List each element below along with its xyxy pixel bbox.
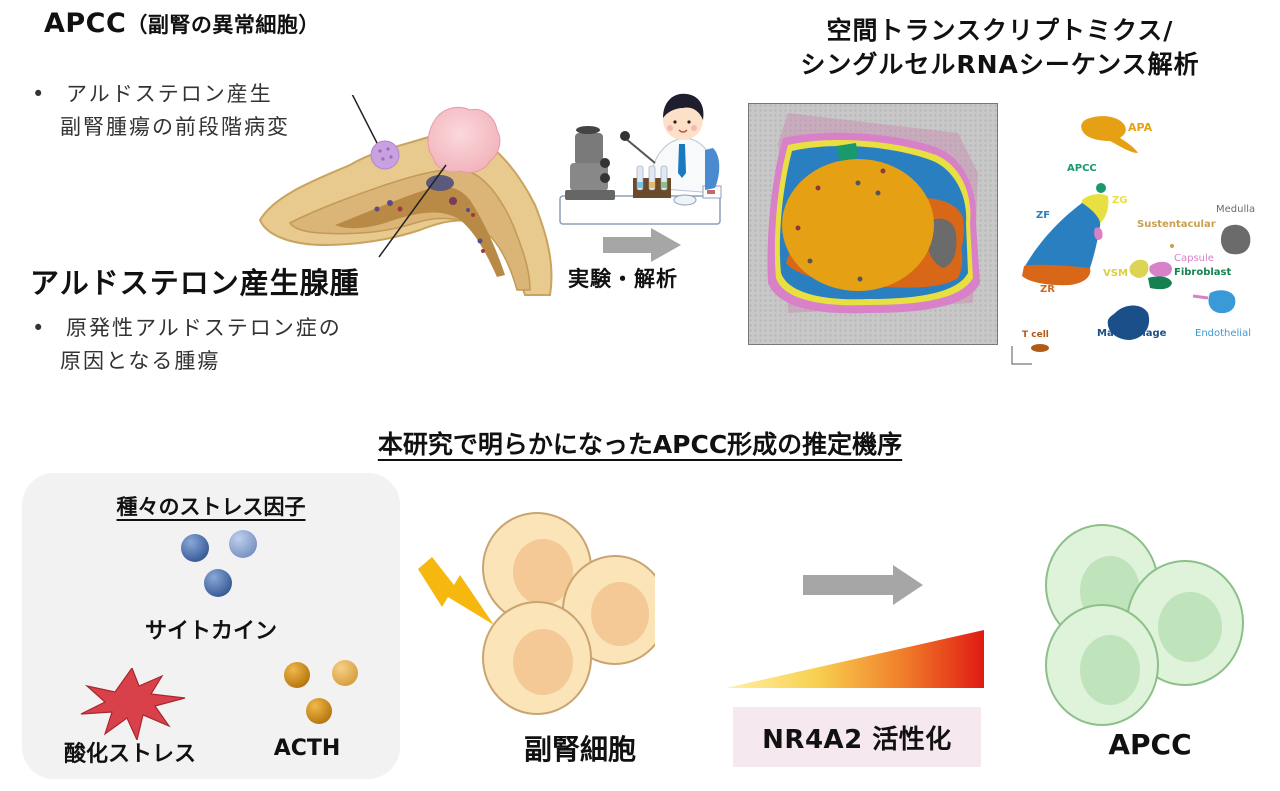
oxidative-stress-burst-icon (80, 668, 186, 740)
adrenal-inner-cortex (288, 168, 531, 291)
apcc-desc-line1: アルドステロン産生 (66, 82, 273, 106)
adrenal-cell (482, 601, 592, 715)
acth-molecules-icon (284, 660, 358, 724)
cytokine-label: サイトカイン (144, 619, 277, 644)
umap-cluster-fibroblast (1148, 276, 1172, 290)
adrenal-cells-label: 副腎細胞 (523, 733, 636, 766)
umap-cluster-zf (1023, 203, 1101, 279)
chair (705, 148, 720, 190)
analysis-title-line2: シングルセルRNAシーケンス解析 (800, 50, 1200, 79)
scientist-illustration (559, 93, 722, 225)
scientist-hair (663, 93, 704, 120)
bullet: • (32, 316, 47, 340)
umap-label-tcell: T cell (1022, 330, 1049, 340)
apa-description: • 原発性アルドステロン症の 原因となる腫瘍 (0, 312, 342, 378)
acth-label: ACTH (273, 736, 341, 761)
spatial-transcriptomics-image (748, 103, 998, 345)
umap-cluster-medulla (1220, 224, 1251, 255)
medulla-vessel (426, 175, 454, 191)
cytokine-molecules-icon (181, 530, 257, 597)
apcc-pointer-line (351, 95, 378, 144)
apcc-cells-illustration (1045, 524, 1244, 726)
apa-pointer-line (378, 164, 447, 258)
umap-label-zg: ZG (1112, 195, 1128, 206)
umap-cluster-macrophage (1107, 305, 1150, 340)
microscope-icon (575, 133, 603, 165)
umap-label-apcc: APCC (1067, 163, 1097, 174)
mechanism-section-title-text: 本研究で明らかになったAPCC形成の推定機序 (377, 430, 903, 459)
cluster-apa (782, 159, 934, 291)
apa-desc-line1: 原発性アルドステロン症の (66, 316, 342, 340)
adrenal-cells-illustration (482, 512, 655, 715)
apa-desc-line2: 原因となる腫瘍 (60, 349, 221, 373)
apcc-description: • アルドステロン産生 副腎腫瘍の前段階病変 (0, 78, 290, 144)
stress-factors-panel: 種々のストレス因子 サイトカイン 酸化ストレス ACTH (22, 473, 400, 779)
cluster-apcc (836, 143, 858, 161)
apa-heading: アルドステロン産生腺腫 (30, 266, 360, 300)
oxidative-stress-label: 酸化ストレス (63, 742, 196, 767)
umap-label-medulla: Medulla (1216, 204, 1256, 215)
umap-axes (1011, 346, 1032, 365)
mechanism-section-title: 本研究で明らかになったAPCC形成の推定機序 (0, 425, 1280, 461)
experiment-analysis-caption: 実験・解析 (568, 267, 678, 291)
umap-label-zr: ZR (1040, 284, 1055, 295)
umap-label-sustentacular: Sustentacular (1137, 219, 1216, 230)
umap-cluster-apcc (1096, 183, 1106, 193)
stress-factors-title: 種々のストレス因子 (116, 495, 306, 519)
apcc-heading-abbr: APCC (44, 8, 127, 39)
umap-label-zf: ZF (1036, 210, 1051, 221)
umap-cluster-apa (1081, 116, 1138, 153)
necktie (678, 144, 686, 178)
bullet: • (32, 82, 47, 106)
umap-cluster-zr (1022, 264, 1091, 286)
apcc-cell (1045, 604, 1159, 726)
arrow-right-icon (803, 565, 923, 605)
umap-plot (1011, 116, 1251, 365)
adrenal-gland-illustration (258, 95, 553, 296)
analysis-title-line1: 空間トランスクリプトミクス/ (826, 16, 1174, 45)
umap-cluster-tcell (1031, 344, 1049, 352)
apa-tumor (427, 106, 501, 174)
apcc-desc-line2: 副腎腫瘍の前段階病変 (60, 115, 290, 139)
umap-label-capsule: Capsule (1174, 253, 1214, 264)
nr4a2-activation-text: NR4A2 活性化 (762, 724, 952, 755)
umap-cluster-vsm (1129, 259, 1149, 278)
nr4a2-gradient-wedge (726, 630, 984, 688)
apcc-cells-label: APCC (1108, 728, 1192, 761)
umap-label-macrophage: Macrophage (1097, 328, 1167, 339)
umap-label-fibroblast: Fibroblast (1174, 267, 1232, 278)
umap-label-apa: APA (1128, 121, 1153, 134)
umap-cluster-capsule (1149, 261, 1172, 277)
umap-label-vsm: VSM (1103, 268, 1128, 279)
nr4a2-activation-label: NR4A2 活性化 (733, 707, 981, 767)
apcc-heading-paren: （副腎の異常細胞） (126, 13, 320, 37)
umap-label-endothelial: Endothelial (1195, 328, 1251, 339)
umap-cluster-sustentacular (1170, 244, 1174, 248)
arrow-right-icon (603, 228, 681, 262)
lightning-bolt-icon (418, 557, 494, 625)
umap-cluster-endothelial (1208, 290, 1236, 314)
apcc-lesion (370, 140, 400, 170)
apcc-heading: APCC（副腎の異常細胞） (44, 8, 320, 39)
